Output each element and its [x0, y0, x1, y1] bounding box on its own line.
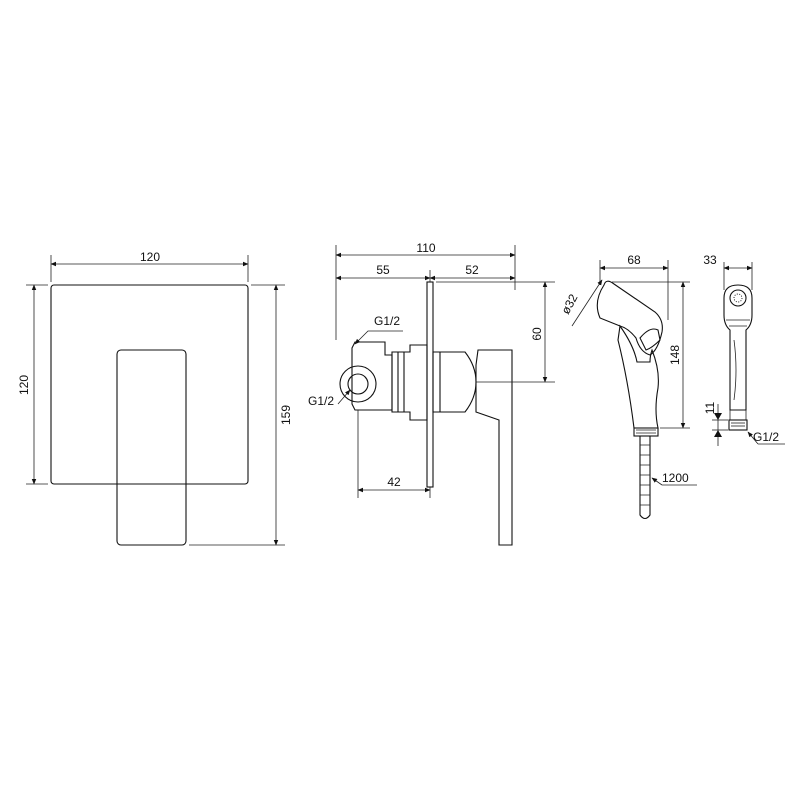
dim-head-diameter — [571, 279, 603, 327]
dim-plate-width-label: 120 — [140, 250, 160, 264]
hose-connector — [633, 427, 659, 437]
cartridge-body — [391, 344, 428, 421]
inlet-thread-side-label: G1/2 — [308, 394, 334, 408]
dim-connector-height-label: 11 — [703, 401, 717, 414]
dim-shower-length-label: 148 — [668, 345, 682, 365]
dim-shower-width-label: 68 — [627, 253, 641, 267]
front-thread-label: G1/2 — [753, 430, 779, 444]
leader-thread — [747, 431, 759, 445]
dim-handle-depth-label: 52 — [465, 263, 479, 277]
trigger-lever — [639, 328, 661, 351]
wall-plate-side — [426, 281, 434, 488]
cover-plate — [50, 284, 249, 485]
dim-total-depth-label: 110 — [416, 241, 435, 255]
leader-inlet-side — [337, 389, 351, 405]
lever-handle-side — [475, 349, 513, 546]
spray-head-side — [596, 280, 663, 356]
dim-plate-height-label: 120 — [17, 375, 31, 395]
lever-handle-front — [116, 349, 187, 546]
dim-head-diameter-label: ø32 — [558, 291, 580, 316]
spray-face — [729, 289, 747, 307]
inlet-thread-top-label: G1/2 — [374, 314, 400, 328]
hand-shower-side-view: 68 ø32 148 1200 — [558, 253, 697, 520]
side-view: 110 55 52 60 42 G1/2 G1/2 — [308, 241, 555, 546]
inlet-port-inner — [347, 373, 369, 395]
dim-body-depth-label: 42 — [387, 475, 401, 489]
hose-length-label: 1200 — [662, 471, 689, 485]
inlet-port-outer — [339, 365, 377, 403]
leader-inlet-top — [354, 330, 403, 345]
dim-front-width-label: 33 — [703, 253, 717, 267]
inlet-body — [351, 341, 393, 411]
handle-grip-side — [617, 324, 659, 429]
spray-nozzles — [733, 293, 743, 303]
hose — [639, 436, 651, 520]
hand-shower-front-view: 33 11 G1/2 — [703, 253, 785, 446]
shower-head-front — [723, 284, 753, 411]
leader-hose — [651, 477, 663, 486]
front-view: 120 120 159 — [17, 250, 293, 546]
dim-wall-depth-label: 55 — [376, 263, 390, 277]
dim-total-height-label: 159 — [279, 405, 293, 425]
front-connector — [728, 419, 748, 431]
dim-center-height-label: 60 — [530, 327, 544, 341]
